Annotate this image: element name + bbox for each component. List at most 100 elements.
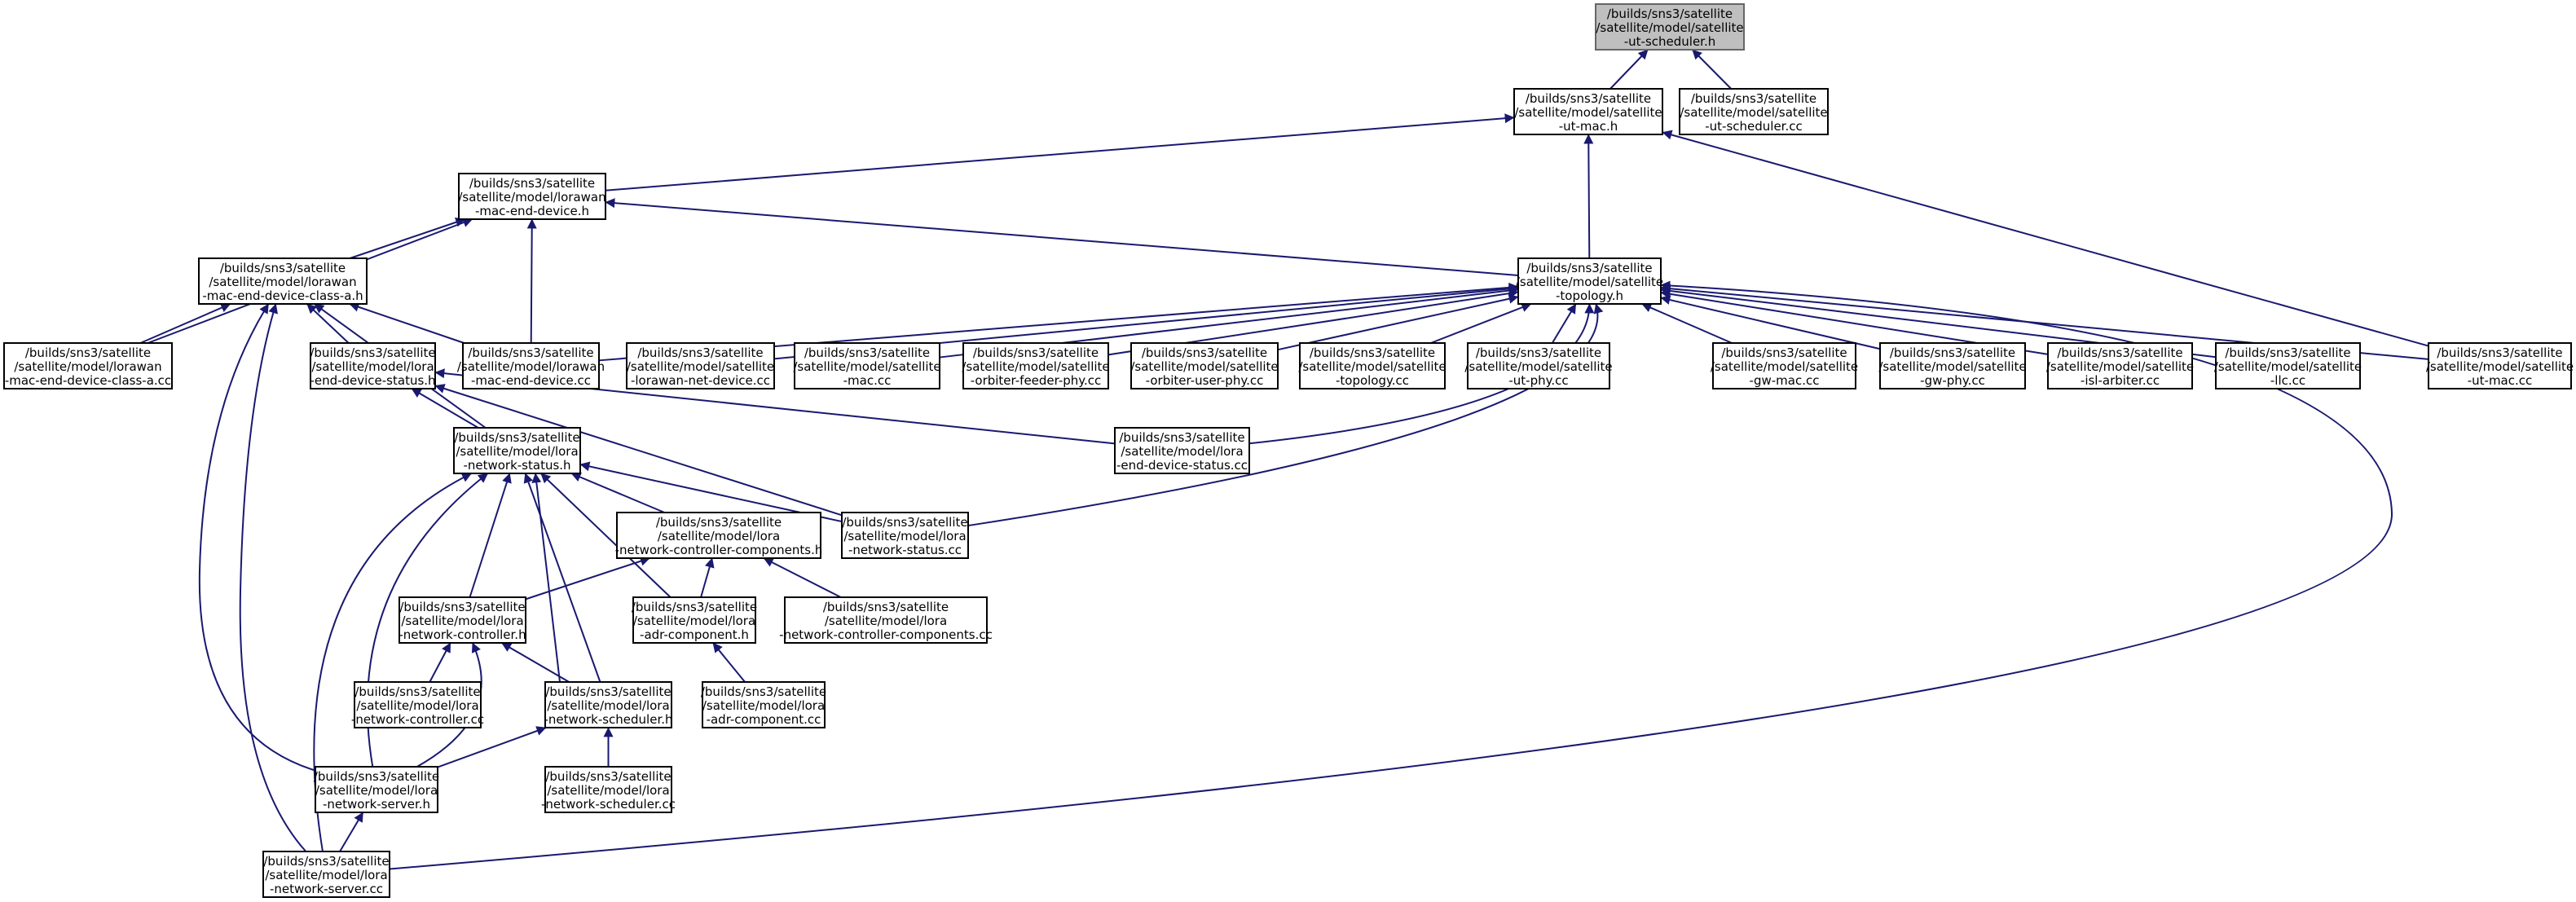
node-box[interactable] <box>198 257 368 305</box>
node-box[interactable] <box>1130 342 1279 389</box>
node-fora_adr_cc[interactable]: /builds/sns3/satellite/satellite/model/l… <box>701 681 826 728</box>
node-ofp_cc[interactable]: /builds/sns3/satellite/satellite/model/s… <box>962 342 1110 389</box>
node-fora_nsch_h[interactable]: /builds/sns3/satellite/satellite/model/l… <box>544 681 673 728</box>
edge-gwmac_cc-to-topology_h <box>1641 303 1733 344</box>
node-label-line: /satellite/model/satellite <box>1130 359 1278 374</box>
node-lorawan_med_h[interactable]: /builds/sns3/satellite/satellite/model/l… <box>458 173 606 220</box>
node-box[interactable] <box>310 342 436 389</box>
node-label-line: /builds/sns3/satellite <box>220 261 346 275</box>
node-box[interactable] <box>1517 257 1662 305</box>
node-label-line: -network-controller.h <box>399 627 526 642</box>
node-label-line: /satellite/model/lora <box>658 529 780 543</box>
node-lorawan_medca_h[interactable]: /builds/sns3/satellite/satellite/model/l… <box>198 257 368 305</box>
node-label-line: /builds/sns3/satellite <box>1607 7 1733 21</box>
node-fora_eds_cc[interactable]: /builds/sns3/satellite/satellite/model/l… <box>1114 427 1250 474</box>
node-label-line: /satellite/model/satellite <box>1298 359 1446 374</box>
node-fora_nsrv_cc[interactable]: /builds/sns3/satellite/satellite/model/l… <box>262 851 390 898</box>
node-label-line: /builds/sns3/satellite <box>545 769 671 784</box>
node-lorawan_nd_cc[interactable]: /builds/sns3/satellite/satellite/model/s… <box>626 342 775 389</box>
node-box[interactable] <box>2215 342 2361 389</box>
node-box[interactable] <box>2428 342 2572 389</box>
edge-lorawan_med_cc-to-lorawan_med_h <box>526 218 537 344</box>
node-box[interactable] <box>794 342 940 389</box>
node-lorawan_medca_cc[interactable]: /builds/sns3/satellite/satellite/model/l… <box>3 342 173 389</box>
node-box[interactable] <box>1299 342 1446 389</box>
node-label-line: /builds/sns3/satellite <box>1526 91 1651 106</box>
node-box[interactable] <box>1679 88 1829 135</box>
node-fora_ncc_h[interactable]: /builds/sns3/satellite/satellite/model/l… <box>615 512 823 559</box>
node-label-line: /satellite/model/lora <box>547 783 669 798</box>
node-label-line: /satellite/model/satellite <box>1596 20 1743 35</box>
node-label-line: /satellite/model/lora <box>265 868 387 882</box>
node-box[interactable] <box>1114 427 1250 474</box>
node-label-line: -network-controller.cc <box>351 712 484 727</box>
node-fora_nsrv_h[interactable]: /builds/sns3/satellite/satellite/model/l… <box>314 766 439 813</box>
node-fora_adr_h[interactable]: /builds/sns3/satellite/satellite/model/l… <box>632 596 757 644</box>
node-label-line: /builds/sns3/satellite <box>25 345 151 360</box>
node-box[interactable] <box>702 681 826 728</box>
node-box[interactable] <box>315 766 438 813</box>
node-gwphy_cc[interactable]: /builds/sns3/satellite/satellite/model/s… <box>1878 342 2027 389</box>
edge-fora_nc_h-to-fora_ncc_h <box>525 556 650 601</box>
node-gwmac_cc[interactable]: /builds/sns3/satellite/satellite/model/s… <box>1711 342 1858 389</box>
node-topology_cc[interactable]: /builds/sns3/satellite/satellite/model/s… <box>1298 342 1447 389</box>
edge-fora_adr_cc-to-fora_adr_h <box>712 642 746 683</box>
node-box[interactable] <box>1467 342 1610 389</box>
node-label-line: -network-server.cc <box>270 882 383 896</box>
node-box[interactable] <box>354 681 482 728</box>
node-mac_cc[interactable]: /builds/sns3/satellite/satellite/model/s… <box>793 342 941 389</box>
node-oup_cc[interactable]: /builds/sns3/satellite/satellite/model/s… <box>1130 342 1279 389</box>
node-label-line: /satellite/model/lora <box>702 698 825 713</box>
edge-fora_nc_h-to-fora_ns_h <box>469 473 512 598</box>
node-box[interactable] <box>462 342 600 389</box>
node-label-line: /builds/sns3/satellite <box>1721 345 1847 360</box>
node-box[interactable] <box>3 342 173 389</box>
node-fora_ns_h[interactable]: /builds/sns3/satellite/satellite/model/l… <box>453 427 581 474</box>
node-box[interactable] <box>632 596 756 644</box>
node-box[interactable] <box>2047 342 2193 389</box>
node-ut_mac_h[interactable]: /builds/sns3/satellite/satellite/model/s… <box>1513 88 1663 135</box>
node-fora_nsch_cc[interactable]: /builds/sns3/satellite/satellite/model/l… <box>541 766 676 813</box>
node-box[interactable] <box>841 512 969 559</box>
edge-fora_nsch_h-to-fora_nc_h <box>501 642 570 683</box>
node-ut_sched_cc[interactable]: /builds/sns3/satellite/satellite/model/s… <box>1679 88 1829 135</box>
node-box[interactable] <box>616 512 821 559</box>
node-isl_cc[interactable]: /builds/sns3/satellite/satellite/model/s… <box>2046 342 2194 389</box>
node-box[interactable] <box>453 427 581 474</box>
node-label-line: /satellite/model/lora <box>1121 444 1243 459</box>
node-box[interactable] <box>784 596 988 644</box>
node-fora_ncc_cc[interactable]: /builds/sns3/satellite/satellite/model/l… <box>779 596 993 644</box>
node-label-line: /builds/sns3/satellite <box>1310 345 1435 360</box>
node-label-line: /satellite/model/satellite <box>2426 359 2574 374</box>
node-box[interactable] <box>544 681 672 728</box>
node-label-line: /satellite/model/satellite <box>1464 359 1612 374</box>
node-topology_h[interactable]: /builds/sns3/satellite/satellite/model/s… <box>1516 257 1663 305</box>
node-label-line: -mac.cc <box>843 373 892 388</box>
node-label-line: -network-controller-components.h <box>615 543 823 557</box>
node-utmac_cc[interactable]: /builds/sns3/satellite/satellite/model/s… <box>2426 342 2574 389</box>
edge-fora_ns_cc-to-topology_h <box>967 303 1604 527</box>
node-label-line: /builds/sns3/satellite <box>1119 430 1244 445</box>
node-box[interactable] <box>399 596 526 644</box>
node-box[interactable] <box>262 851 390 898</box>
edge-gwphy_cc-to-topology_h <box>1660 295 1881 350</box>
node-box[interactable] <box>626 342 775 389</box>
node-box[interactable] <box>458 173 606 220</box>
node-fora_eds_h[interactable]: /builds/sns3/satellite/satellite/model/l… <box>310 342 436 389</box>
node-fora_nc_cc[interactable]: /builds/sns3/satellite/satellite/model/l… <box>351 681 484 728</box>
edge-utphy_cc-to-topology_h <box>1551 303 1577 344</box>
edge-fora_ncc_h-to-fora_ns_h <box>570 472 665 513</box>
node-box[interactable] <box>1513 88 1663 135</box>
node-box[interactable] <box>1712 342 1856 389</box>
node-utphy_cc[interactable]: /builds/sns3/satellite/satellite/model/s… <box>1464 342 1613 389</box>
node-llc_cc[interactable]: /builds/sns3/satellite/satellite/model/s… <box>2214 342 2362 389</box>
node-label-line: /satellite/model/lorawan <box>458 190 605 205</box>
node-box[interactable] <box>1879 342 2026 389</box>
node-box[interactable] <box>544 766 672 813</box>
node-fora_nc_h[interactable]: /builds/sns3/satellite/satellite/model/l… <box>399 596 526 644</box>
node-lorawan_med_cc[interactable]: /builds/sns3/satellite/satellite/model/l… <box>457 342 605 389</box>
node-label-line: /builds/sns3/satellite <box>842 515 967 530</box>
edge-fora_adr_h-to-fora_ncc_h <box>700 557 715 598</box>
node-fora_ns_cc[interactable]: /builds/sns3/satellite/satellite/model/l… <box>841 512 969 559</box>
node-box[interactable] <box>962 342 1109 389</box>
